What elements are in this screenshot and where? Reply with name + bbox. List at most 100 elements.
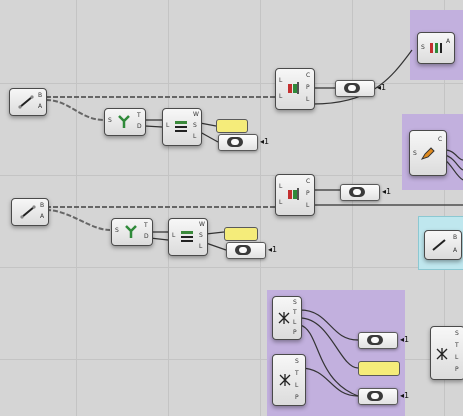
pin-l: L — [295, 382, 299, 389]
pin-b: B — [38, 92, 43, 99]
hexagon-panel-6[interactable] — [358, 388, 398, 405]
pen-component-icon — [420, 147, 435, 160]
pin-p: P — [306, 84, 310, 91]
explode-component-icon — [436, 348, 448, 360]
list-component-icon — [430, 43, 442, 53]
line-component-icon — [432, 239, 446, 251]
wire — [299, 317, 359, 369]
evaluate-component-1[interactable]: C P L L L — [275, 68, 315, 110]
pin-l: L — [279, 199, 283, 206]
pin-s: S — [413, 150, 417, 157]
split-component-icon — [125, 225, 137, 238]
wire — [205, 231, 225, 235]
wire — [299, 309, 359, 341]
pin-w: W — [199, 221, 205, 228]
pin-d: D — [137, 123, 142, 130]
list-component-1[interactable]: W S L L — [162, 108, 202, 146]
wire — [299, 324, 359, 397]
list-component-2[interactable]: W S L L — [168, 218, 208, 256]
panel-arrow: ◂1 — [400, 391, 410, 400]
pin-a: A — [38, 103, 43, 110]
explode-component-3[interactable]: S T L P — [430, 326, 463, 380]
hexagon-panel-icon — [367, 391, 383, 401]
pin-s: S — [421, 44, 425, 51]
panel-arrow: ◂1 — [400, 335, 410, 344]
split-component-1[interactable]: T D S — [104, 108, 146, 136]
wire — [199, 122, 217, 127]
pin-s: S — [193, 122, 197, 129]
pin-a: A — [40, 213, 45, 220]
pin-d: D — [144, 233, 149, 240]
wire — [299, 367, 359, 397]
wire — [45, 209, 111, 231]
panel-arrow: ◂1 — [377, 83, 387, 92]
list-component-icon — [175, 121, 187, 132]
panel-arrow: ◂1 — [260, 137, 270, 146]
evaluate-component-2[interactable]: C P L L L — [275, 174, 315, 216]
pin-l: L — [279, 183, 283, 190]
line-component-1[interactable]: B A — [9, 88, 47, 116]
pen-component[interactable]: C S — [409, 130, 447, 176]
wire — [444, 154, 463, 171]
panel-arrow: ◂1 — [268, 245, 278, 254]
pin-s: S — [115, 227, 119, 234]
yellow-panel-1[interactable] — [216, 119, 248, 133]
explode-component-1[interactable]: S T L P — [272, 296, 302, 340]
line-component-icon — [20, 205, 36, 219]
pin-s: S — [108, 117, 112, 124]
hexagon-panel-icon — [235, 245, 251, 255]
wire — [149, 237, 169, 241]
evaluate-component-icon — [288, 82, 299, 94]
pin-l: L — [172, 232, 176, 239]
yellow-panel-3[interactable] — [358, 361, 400, 376]
line-component-2[interactable]: B A — [11, 198, 49, 226]
pin-a: A — [453, 247, 458, 254]
evaluate-component-icon — [288, 188, 299, 200]
split-component-icon — [118, 115, 130, 128]
transform-component[interactable]: A S — [417, 32, 455, 64]
pin-t: T — [295, 370, 299, 377]
yellow-panel-2[interactable] — [224, 227, 258, 241]
pin-s: S — [455, 330, 459, 337]
pin-w: W — [193, 111, 199, 118]
hexagon-panel-icon — [227, 137, 243, 147]
pin-t: T — [137, 112, 141, 119]
pin-a: A — [446, 38, 451, 45]
pin-p: P — [293, 329, 297, 336]
explode-component-icon — [278, 312, 290, 324]
pin-l: L — [279, 77, 283, 84]
hexagon-panel-4[interactable] — [340, 184, 380, 201]
wire — [312, 49, 413, 105]
panel-arrow: ◂1 — [382, 187, 392, 196]
line-component-3[interactable]: B A — [424, 230, 462, 260]
hexagon-panel-5[interactable] — [358, 332, 398, 349]
explode-component-2[interactable]: S T L P — [272, 354, 306, 406]
wire — [205, 242, 227, 251]
pin-l: L — [293, 319, 297, 326]
pin-c: C — [438, 136, 443, 143]
hexagon-panel-1[interactable] — [218, 134, 258, 151]
pin-l: L — [455, 354, 459, 361]
pin-s: S — [199, 232, 203, 239]
hexagon-panel-3[interactable] — [335, 80, 375, 97]
pin-t: T — [455, 342, 459, 349]
pin-c: C — [306, 72, 311, 79]
hexagon-panel-icon — [367, 335, 383, 345]
pin-l: L — [306, 96, 310, 103]
pin-l: L — [166, 122, 170, 129]
pin-l: L — [193, 133, 197, 140]
pin-s: S — [295, 358, 299, 365]
split-component-2[interactable]: T D S — [111, 218, 153, 246]
pin-b: B — [453, 234, 458, 241]
pin-c: C — [306, 178, 311, 185]
pin-t: T — [144, 222, 148, 229]
wire — [444, 149, 463, 161]
hexagon-panel-2[interactable] — [226, 242, 266, 259]
wire — [45, 99, 105, 121]
pin-t: T — [293, 309, 297, 316]
pin-l: L — [199, 243, 203, 250]
wire — [199, 131, 219, 143]
hexagon-panel-icon — [349, 187, 365, 197]
